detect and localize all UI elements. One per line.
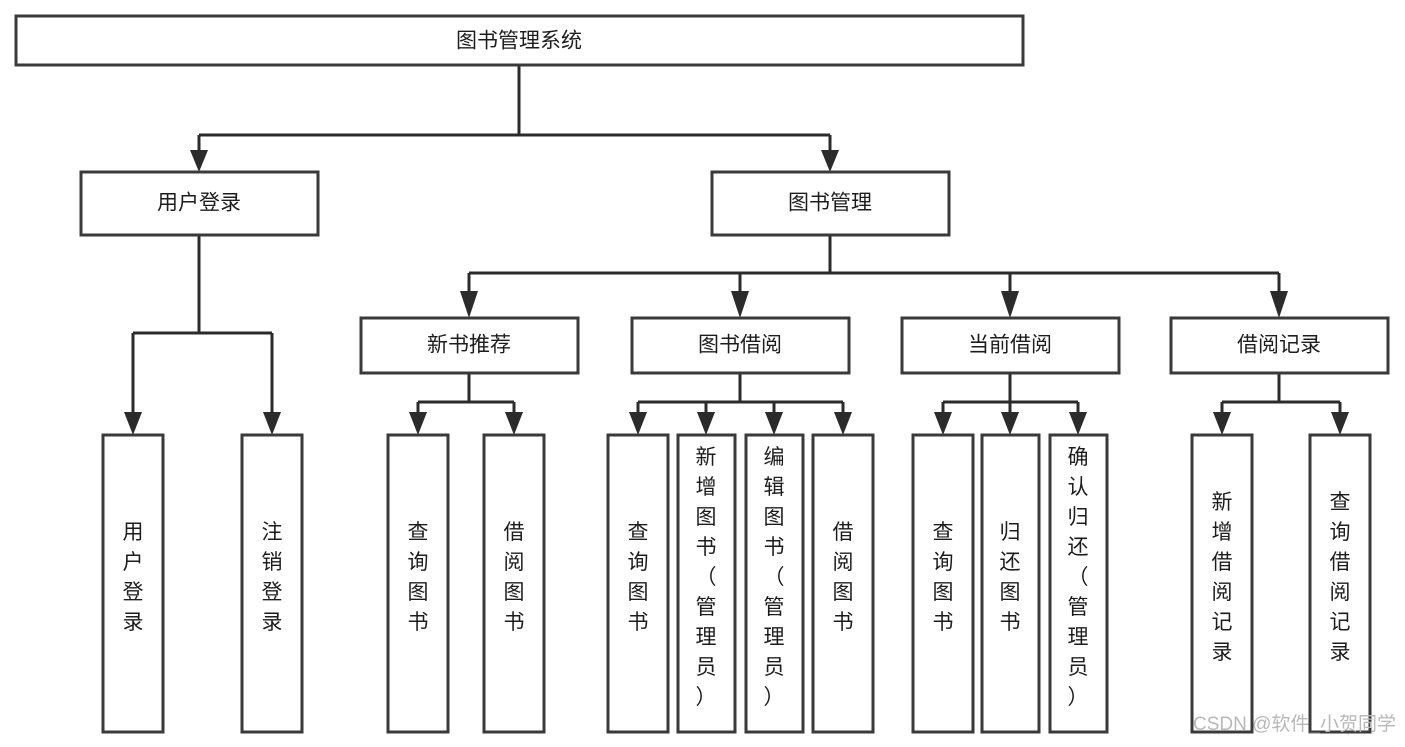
watermark-label: CSDN @软件_小贺同学	[1193, 713, 1396, 735]
node-root-label: 图书管理系统	[456, 30, 582, 53]
node-book-manage-label: 图书管理	[788, 192, 872, 215]
arrowhead-leaf-query-record	[1331, 412, 1349, 435]
node-leaf-query-book-2[interactable]: 查询图书	[606, 433, 670, 734]
connector-group-current-borrow	[934, 373, 1087, 435]
arrowhead-leaf-add-book	[697, 412, 715, 435]
node-current-borrow-box[interactable]	[900, 316, 1121, 375]
arrowhead-leaf-query-book-3	[934, 412, 952, 435]
node-leaf-add-book[interactable]: 新增图书（管理员）	[676, 433, 737, 734]
connector-group-new-book-recommend	[409, 373, 523, 435]
arrowhead-new-book-recommend	[460, 291, 478, 318]
node-leaf-add-record-label: 新增借阅记录	[1212, 491, 1233, 664]
node-leaf-borrow-book-2-box[interactable]	[811, 433, 875, 734]
node-leaf-add-book-box[interactable]	[676, 433, 737, 734]
node-leaf-borrow-book-1-label: 借阅图书	[504, 521, 525, 634]
node-book-borrow-box[interactable]	[630, 316, 851, 375]
arrowhead-leaf-query-book-1	[409, 412, 427, 435]
node-current-borrow-label: 当前借阅	[968, 334, 1052, 357]
arrowhead-book-borrow	[731, 291, 749, 318]
node-leaf-borrow-book-1-box[interactable]	[482, 433, 546, 734]
node-leaf-query-record-box[interactable]	[1308, 433, 1372, 734]
connector-group-user-login	[124, 235, 281, 435]
connector-group-root	[190, 65, 839, 172]
node-new-book-recommend-box[interactable]	[359, 316, 580, 375]
connector-group-borrow-record	[1213, 373, 1349, 435]
node-book-manage-box[interactable]	[710, 170, 951, 237]
node-leaf-logout-box[interactable]	[240, 433, 304, 734]
arrowhead-leaf-confirm-return	[1069, 412, 1087, 435]
node-leaf-logout[interactable]: 注销登录	[240, 433, 304, 734]
node-leaf-add-record[interactable]: 新增借阅记录	[1190, 433, 1254, 734]
node-leaf-user-login[interactable]: 用户登录	[101, 433, 165, 734]
node-user-login-box[interactable]	[79, 170, 320, 237]
node-leaf-user-login-label: 用户登录	[123, 521, 144, 634]
node-user-login[interactable]: 用户登录	[79, 170, 320, 237]
node-leaf-query-book-1-box[interactable]	[386, 433, 450, 734]
node-borrow-record-box[interactable]	[1169, 316, 1390, 375]
arrowhead-leaf-return-book	[1001, 412, 1019, 435]
node-leaf-user-login-box[interactable]	[101, 433, 165, 734]
node-leaf-query-book-3[interactable]: 查询图书	[911, 433, 975, 734]
node-book-manage[interactable]: 图书管理	[710, 170, 951, 237]
node-book-borrow-label: 图书借阅	[698, 334, 782, 357]
connector-group-book-borrow	[629, 373, 852, 435]
node-book-borrow[interactable]: 图书借阅	[630, 316, 851, 375]
arrowhead-leaf-user-login	[124, 412, 142, 435]
arrowhead-current-borrow	[1001, 291, 1019, 318]
arrowhead-borrow-record	[1270, 291, 1288, 318]
node-leaf-edit-book-box[interactable]	[744, 433, 805, 734]
arrowhead-leaf-add-record	[1213, 412, 1231, 435]
node-leaf-confirm-return-label: 确认归还（管理员）	[1068, 446, 1089, 709]
connector-group-book-manage	[460, 235, 1288, 318]
arrowhead-leaf-borrow-book-1	[505, 412, 523, 435]
node-leaf-query-record[interactable]: 查询借阅记录	[1308, 433, 1372, 734]
node-new-book-recommend-label: 新书推荐	[427, 334, 511, 357]
node-root[interactable]: 图书管理系统	[14, 14, 1025, 67]
node-leaf-return-book-label: 归还图书	[1000, 521, 1021, 634]
arrowhead-book-manage	[821, 150, 839, 172]
node-user-login-label: 用户登录	[157, 192, 241, 215]
node-borrow-record[interactable]: 借阅记录	[1169, 316, 1390, 375]
node-leaf-query-book-3-label: 查询图书	[933, 521, 954, 634]
node-leaf-add-record-box[interactable]	[1190, 433, 1254, 734]
node-leaf-borrow-book-2[interactable]: 借阅图书	[811, 433, 875, 734]
node-leaf-edit-book-label: 编辑图书（管理员）	[764, 446, 785, 709]
node-current-borrow[interactable]: 当前借阅	[900, 316, 1121, 375]
node-leaf-return-book[interactable]: 归还图书	[980, 433, 1041, 734]
arrowhead-leaf-logout	[263, 412, 281, 435]
node-leaf-query-book-1-label: 查询图书	[408, 521, 429, 634]
node-leaf-return-book-box[interactable]	[980, 433, 1041, 734]
node-borrow-record-label: 借阅记录	[1237, 334, 1321, 357]
arrowhead-user-login	[190, 150, 208, 172]
arrowhead-leaf-borrow-book-2	[834, 412, 852, 435]
node-leaf-edit-book[interactable]: 编辑图书（管理员）	[744, 433, 805, 734]
arrowhead-leaf-edit-book	[765, 412, 783, 435]
node-root-box[interactable]	[14, 14, 1025, 67]
node-leaf-confirm-return-box[interactable]	[1048, 433, 1109, 734]
node-leaf-query-book-3-box[interactable]	[911, 433, 975, 734]
arrowhead-leaf-query-book-2	[629, 412, 647, 435]
node-leaf-query-book-1[interactable]: 查询图书	[386, 433, 450, 734]
node-new-book-recommend[interactable]: 新书推荐	[359, 316, 580, 375]
node-leaf-query-book-2-label: 查询图书	[628, 521, 649, 634]
node-leaf-add-book-label: 新增图书（管理员）	[696, 446, 717, 709]
node-leaf-confirm-return[interactable]: 确认归还（管理员）	[1048, 433, 1109, 734]
node-leaf-borrow-book-1[interactable]: 借阅图书	[482, 433, 546, 734]
node-leaf-logout-label: 注销登录	[262, 521, 283, 634]
node-leaf-borrow-book-2-label: 借阅图书	[833, 521, 854, 634]
node-leaf-query-record-label: 查询借阅记录	[1330, 491, 1351, 664]
node-leaf-query-book-2-box[interactable]	[606, 433, 670, 734]
